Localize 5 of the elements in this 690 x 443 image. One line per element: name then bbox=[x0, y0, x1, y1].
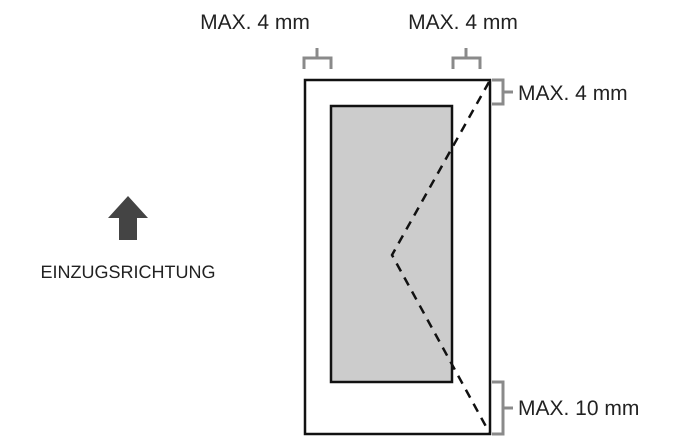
dimension-label: MAX. 4 mm bbox=[408, 12, 518, 33]
dimension-label: MAX. 10 mm bbox=[518, 398, 640, 419]
dimension-label: MAX. 4 mm bbox=[200, 12, 310, 33]
direction-label: EINZUGSRICHTUNG bbox=[40, 263, 216, 281]
dimension-label: MAX. 4 mm bbox=[518, 83, 628, 104]
